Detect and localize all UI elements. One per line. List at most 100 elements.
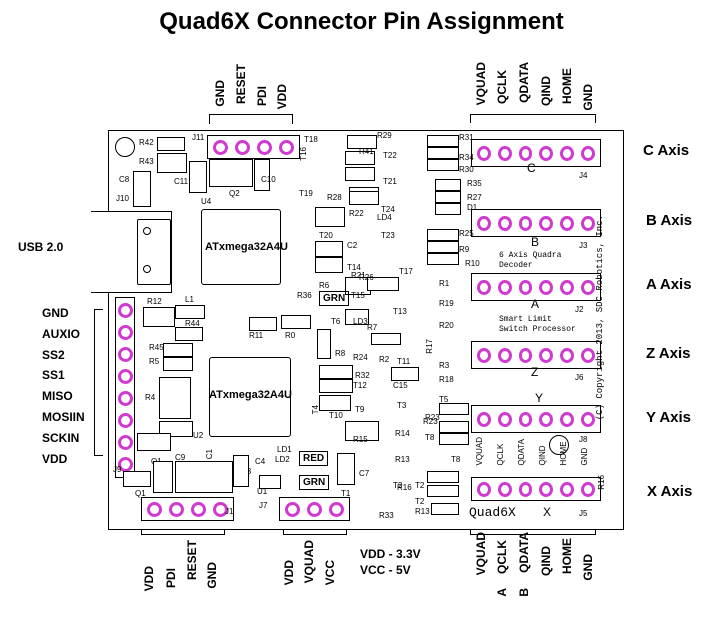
- silk-line: Smart Limit: [499, 315, 552, 324]
- pin[interactable]: [581, 411, 595, 427]
- pin-label: PDI: [255, 86, 269, 107]
- resistor: [427, 159, 459, 171]
- part-label: T24: [381, 205, 395, 214]
- pin[interactable]: [117, 347, 133, 362]
- pin[interactable]: [581, 481, 595, 497]
- pin[interactable]: [518, 145, 533, 161]
- capacitor: [137, 433, 171, 451]
- silk-pin: GND: [580, 447, 589, 466]
- conn-name: J5: [579, 509, 588, 518]
- resistor: [347, 135, 377, 149]
- pin[interactable]: [560, 481, 575, 497]
- pin[interactable]: [477, 481, 491, 497]
- pin[interactable]: [539, 145, 554, 161]
- pin[interactable]: [560, 347, 575, 363]
- pin[interactable]: [497, 215, 512, 231]
- pin[interactable]: [539, 215, 554, 231]
- part-label: T14: [347, 263, 361, 272]
- pin[interactable]: [477, 145, 491, 161]
- pin[interactable]: [213, 139, 228, 155]
- conn-name: J8: [579, 435, 588, 444]
- mcu-2-label: ATxmega32A4U: [209, 389, 292, 401]
- pin[interactable]: [497, 411, 512, 427]
- connector-j6-z-axis: [471, 341, 601, 369]
- part-label: R27: [467, 193, 482, 202]
- left-pin-labels: GND AUXIO SS2 SS1 MISO MOSIIN SCKIN VDD: [42, 303, 85, 469]
- pin[interactable]: [518, 481, 533, 497]
- conn-name: J3: [579, 241, 588, 250]
- part-label: R44: [185, 319, 200, 328]
- pin[interactable]: [560, 145, 575, 161]
- pin[interactable]: [191, 501, 206, 517]
- part-label: T20: [319, 231, 333, 240]
- pin[interactable]: [147, 501, 162, 517]
- pin[interactable]: [581, 145, 595, 161]
- transistor-q2: [209, 159, 253, 187]
- resistor: [391, 367, 419, 381]
- pin[interactable]: [279, 139, 294, 155]
- pin[interactable]: [117, 435, 133, 450]
- pin[interactable]: [539, 481, 554, 497]
- capacitor: [123, 471, 151, 487]
- part-label: J11: [192, 133, 205, 142]
- pin[interactable]: [477, 215, 491, 231]
- silk-line: Switch Processor: [499, 325, 576, 334]
- pin[interactable]: [539, 347, 554, 363]
- pin[interactable]: [329, 501, 344, 517]
- pin[interactable]: [581, 279, 595, 295]
- pin[interactable]: [497, 279, 512, 295]
- pin[interactable]: [117, 391, 133, 406]
- pin[interactable]: [117, 457, 133, 472]
- pin[interactable]: [581, 347, 595, 363]
- pin[interactable]: [497, 347, 512, 363]
- pin[interactable]: [581, 215, 595, 231]
- part-label: R1: [439, 279, 450, 288]
- part-label: C10: [261, 175, 276, 184]
- capacitor: [189, 161, 207, 193]
- part-label: R32: [355, 371, 370, 380]
- pin[interactable]: [213, 501, 228, 517]
- pin[interactable]: [539, 279, 554, 295]
- pin-label: VQUAD: [474, 62, 488, 106]
- pin-label: VQUAD: [474, 532, 488, 576]
- part-label: R12: [147, 297, 162, 306]
- part-label: R24: [353, 353, 368, 362]
- pin[interactable]: [285, 501, 300, 517]
- pin[interactable]: [117, 369, 133, 384]
- pin[interactable]: [169, 501, 184, 517]
- pin[interactable]: [117, 413, 133, 428]
- pin[interactable]: [497, 145, 512, 161]
- part-label: U1: [257, 487, 268, 496]
- pin-label: QDATA: [517, 532, 531, 573]
- pin-label: VDD: [42, 451, 68, 466]
- part-label: R42: [139, 138, 154, 147]
- pin[interactable]: [518, 411, 533, 427]
- pin[interactable]: [518, 279, 533, 295]
- part-label: R31: [459, 133, 474, 142]
- part-label: T17: [399, 267, 413, 276]
- pin[interactable]: [117, 325, 133, 340]
- resistor: [427, 471, 459, 483]
- pin[interactable]: [477, 411, 491, 427]
- resistor: [427, 253, 459, 265]
- part-label: U2: [193, 431, 204, 440]
- pin[interactable]: [497, 481, 512, 497]
- pin-label: VCC: [323, 560, 337, 586]
- pin[interactable]: [560, 279, 575, 295]
- pin[interactable]: [307, 501, 322, 517]
- pin[interactable]: [477, 279, 491, 295]
- mcu-1: [201, 209, 281, 285]
- left-bracket: [94, 309, 103, 456]
- pin[interactable]: [477, 347, 491, 363]
- pin[interactable]: [257, 139, 272, 155]
- resistor: [315, 207, 345, 227]
- pin[interactable]: [117, 303, 133, 318]
- pin[interactable]: [518, 215, 533, 231]
- usb-hole: [143, 227, 151, 235]
- pin[interactable]: [560, 215, 575, 231]
- pin[interactable]: [518, 347, 533, 363]
- pin[interactable]: [235, 139, 250, 155]
- pin-label: SCKIN: [42, 430, 80, 445]
- pin[interactable]: [539, 411, 554, 427]
- pin[interactable]: [560, 411, 575, 427]
